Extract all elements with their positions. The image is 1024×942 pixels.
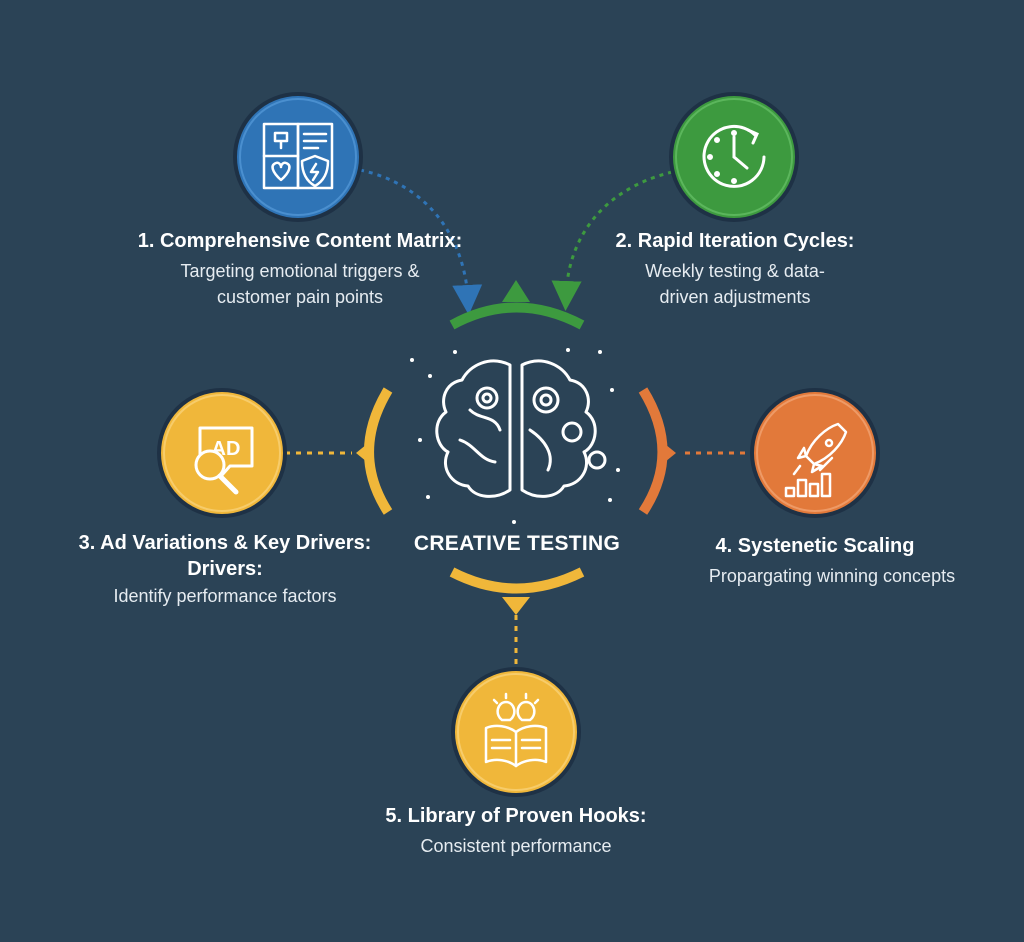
clock-icon — [702, 124, 766, 188]
arc-right — [638, 387, 676, 515]
step-1-desc-line2: customer pain points — [216, 287, 384, 307]
step-1-desc-line1: Targeting emotional triggers & — [180, 261, 420, 281]
node-3-circle — [157, 388, 287, 518]
step-3-desc: Identify performance factors — [113, 586, 337, 606]
step-2-title: 2. Rapid Iteration Cycles: — [615, 230, 855, 252]
step-3-title: 3. Ad Variations & Key Drivers: — [78, 532, 372, 554]
step-4-desc: Propargating winning concepts — [708, 566, 956, 586]
step-3-title-line2: Drivers: — [187, 558, 263, 580]
arc-bottom — [449, 567, 585, 615]
step-5-desc: Consistent performance — [420, 836, 612, 856]
step-4-title: 4. Systenetic Scaling — [715, 535, 915, 557]
content-matrix-icon — [262, 122, 334, 190]
node-4-circle — [750, 388, 880, 518]
center-label: CREATIVE TESTING — [413, 532, 621, 555]
brain-sparkles — [410, 348, 620, 524]
step-1-title: 1. Comprehensive Content Matrix: — [137, 230, 463, 252]
arc-left — [356, 387, 393, 515]
step-2-desc-line1: Weekly testing & data- — [645, 261, 825, 281]
step-2-desc-line2: driven adjustments — [659, 287, 811, 307]
brain-icon — [435, 359, 607, 498]
ad-search-icon: AD — [194, 426, 254, 495]
connector-2 — [551, 170, 673, 311]
book-ideas-icon — [484, 692, 548, 768]
arc-top — [449, 280, 585, 330]
step-5-title: 5. Library of Proven Hooks: — [385, 805, 647, 827]
rocket-growth-icon — [784, 422, 848, 498]
